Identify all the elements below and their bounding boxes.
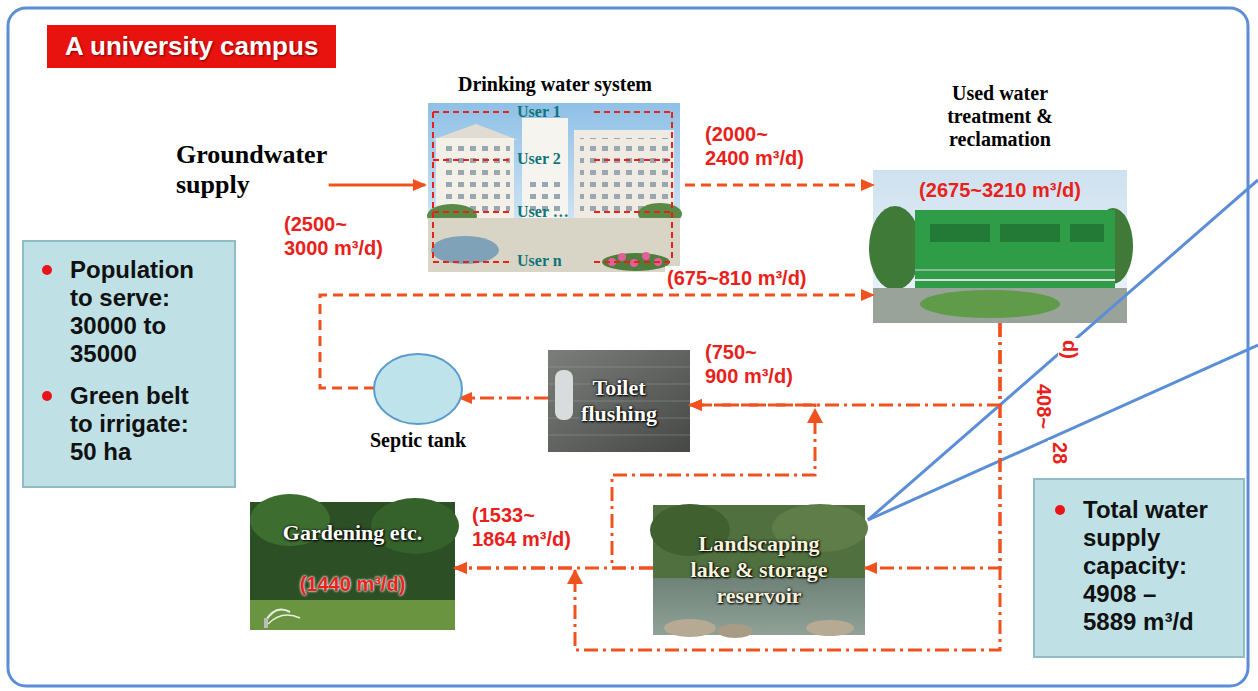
flow-label: (1533~ 1864 m³/d) — [470, 503, 573, 551]
septic-tank: Septic tank — [366, 352, 470, 452]
info-text: Total water supply capacity: 4908 – 5889… — [1083, 496, 1213, 636]
flow-label: (675~810 m³/d) — [665, 266, 809, 290]
garden-image: Gardening etc. (1440 m³/d) — [250, 502, 455, 630]
flow-label: 408~ — [1032, 382, 1056, 431]
flow-connector — [329, 184, 425, 187]
title-banner: A university campus — [47, 25, 336, 68]
flow-label: (2000~ 2400 m³/d) — [703, 122, 806, 170]
info-text: Population to serve: 30000 to 35000 — [70, 256, 206, 368]
tank-outline — [366, 352, 470, 426]
text-stack: Toilet flushing — [569, 375, 669, 427]
bullet-row: Population to serve: 30000 to 35000 — [42, 256, 226, 368]
node-label: Toilet flushing — [569, 375, 669, 427]
flow-connector — [455, 323, 1000, 650]
flow-value: (2675~3210 m³/d) — [873, 178, 1127, 202]
user-label: User n — [517, 252, 562, 270]
user-label: User 1 — [517, 103, 561, 121]
flow-connector — [865, 323, 1000, 568]
callout-lines — [868, 180, 1258, 520]
toilet-image: Toilet flushing — [548, 350, 690, 452]
bullet-dot — [1055, 505, 1065, 515]
drinking-system: Drinking water systemUser 1 User 2 User … U… — [425, 72, 685, 272]
label-line: (2000~ — [705, 122, 804, 146]
lake-image: Landscaping lake & storage reservoir — [653, 505, 865, 635]
label-line: 900 m³/d) — [705, 364, 793, 388]
label-line: 3000 m³/d) — [284, 236, 383, 260]
bullet-row: Green belt to irrigate: 50 ha — [42, 382, 226, 466]
source-text: Groundwater supply — [176, 140, 327, 200]
flow-connector — [690, 323, 1000, 405]
bullet-dot — [42, 391, 52, 401]
info-text: Green belt to irrigate: 50 ha — [70, 382, 206, 466]
flow-label: (2500~ 3000 m³/d) — [282, 212, 385, 260]
flow-connector — [685, 184, 873, 187]
user-label: User 2 — [517, 150, 561, 168]
flow-connector — [460, 397, 548, 400]
label-line: 1864 m³/d) — [472, 527, 571, 551]
user-label: User … — [517, 203, 569, 221]
info-box: Total water supply capacity: 4908 – 5889… — [1033, 478, 1245, 658]
lake-picture — [650, 504, 868, 638]
info-box: Population to serve: 30000 to 35000Green… — [22, 240, 236, 488]
node-label: Septic tank — [366, 428, 470, 452]
toilet-picture — [548, 350, 690, 452]
outer-frame — [8, 8, 1248, 686]
text-stack: Landscaping lake & storage reservoir — [684, 531, 834, 609]
label-fragment: 28 — [1048, 440, 1072, 466]
treatment-picture — [869, 170, 1133, 323]
user-dashes — [433, 112, 672, 262]
label-line: (1533~ — [472, 503, 571, 527]
flow-value: (1440 m³/d) — [250, 572, 455, 596]
label-line: (2500~ — [284, 212, 383, 236]
treatment-plant: Used water treatment & reclamation (2675~… — [873, 82, 1127, 323]
label-line: 2400 m³/d) — [705, 146, 804, 170]
flow-label: (750~ 900 m³/d) — [703, 340, 795, 388]
source-label: Groundwater supply — [176, 140, 327, 200]
garden-picture — [250, 494, 459, 630]
label-fragment: d) — [1058, 338, 1082, 361]
bullet-dot — [42, 265, 52, 275]
bullet-row: Total water supply capacity: 4908 – 5889… — [1055, 496, 1235, 636]
node-label: Landscaping lake & storage reservoir — [684, 531, 834, 609]
node-label: Gardening etc. — [250, 520, 455, 546]
node-heading: Drinking water system — [425, 72, 685, 96]
label-line: (750~ — [705, 340, 793, 364]
node-heading: Used water treatment & reclamation — [938, 82, 1062, 151]
drinking-picture — [427, 103, 682, 272]
